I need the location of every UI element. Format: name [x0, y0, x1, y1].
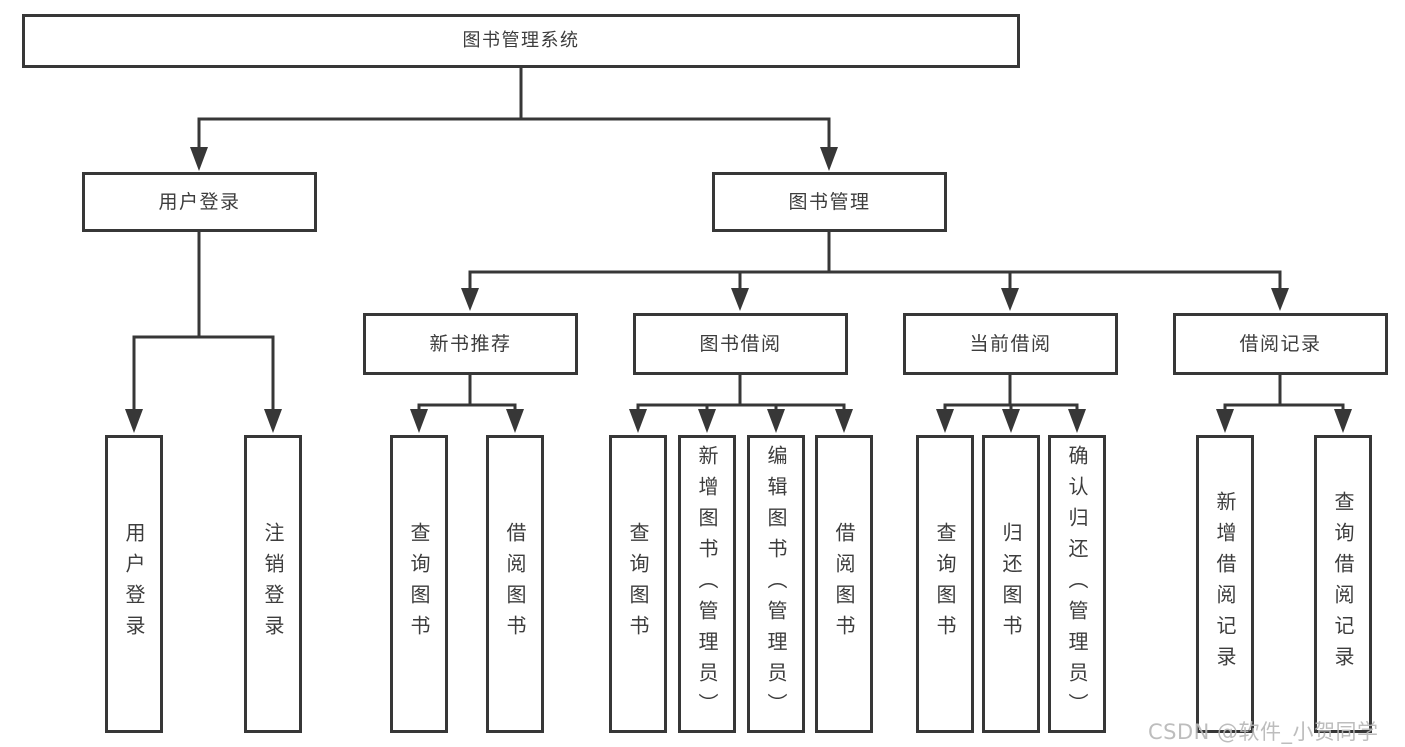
leaf-logout: 注销登录: [244, 435, 302, 733]
watermark: CSDN @软件_小贺同学: [1148, 720, 1379, 744]
leaf-edit-book-admin: 编辑图书（管理员）: [747, 435, 805, 733]
leaf-return-books: 归还图书: [982, 435, 1040, 733]
leaf-query-borrow-record: 查询借阅记录: [1314, 435, 1372, 733]
leaf-add-book-admin: 新增图书（管理员）: [678, 435, 736, 733]
node-current-borrow: 当前借阅: [903, 313, 1118, 375]
node-user-login: 用户登录: [82, 172, 317, 232]
leaf-confirm-return-admin: 确认归还（管理员）: [1048, 435, 1106, 733]
leaf-user-login: 用户登录: [105, 435, 163, 733]
node-root: 图书管理系统: [22, 14, 1020, 68]
arrowheads: [125, 147, 1352, 433]
leaf-add-borrow-record: 新增借阅记录: [1196, 435, 1254, 733]
node-book-management: 图书管理: [712, 172, 947, 232]
leaf-borrow-books: 借阅图书: [815, 435, 873, 733]
leaf-query-books-borrow: 查询图书: [609, 435, 667, 733]
leaf-query-books-current: 查询图书: [916, 435, 974, 733]
leaf-query-books-recommend: 查询图书: [390, 435, 448, 733]
node-book-borrow: 图书借阅: [633, 313, 848, 375]
node-new-book-recommend: 新书推荐: [363, 313, 578, 375]
leaf-borrow-books-recommend: 借阅图书: [486, 435, 544, 733]
node-borrow-records: 借阅记录: [1173, 313, 1388, 375]
